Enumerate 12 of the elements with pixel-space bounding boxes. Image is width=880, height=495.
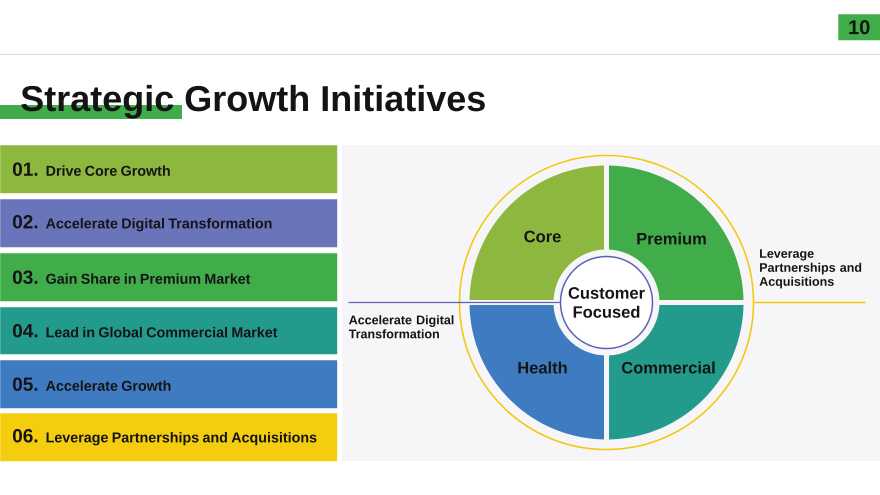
page-number: 10 <box>838 14 880 40</box>
initiative-bar: 03. Gain Share in Premium Market <box>0 253 338 302</box>
initiative-bar: 01. Drive Core Growth <box>0 145 338 194</box>
leader-line <box>754 302 866 304</box>
initiative-bar: 02. Accelerate Digital Transformation <box>0 199 338 248</box>
initiative-bar: 05. Accelerate Growth <box>0 360 338 408</box>
ring <box>458 154 754 450</box>
initiative-bar: 04. Lead in Global Commercial Market <box>0 307 338 354</box>
side-note: Accelerate Digital Transformation <box>348 315 454 338</box>
initiative-bar: 06. Leverage Partnerships and Acquisitions <box>0 413 338 462</box>
leader-line <box>348 302 560 304</box>
side-note: Leverage Partnerships and Acquisitions <box>760 249 862 288</box>
